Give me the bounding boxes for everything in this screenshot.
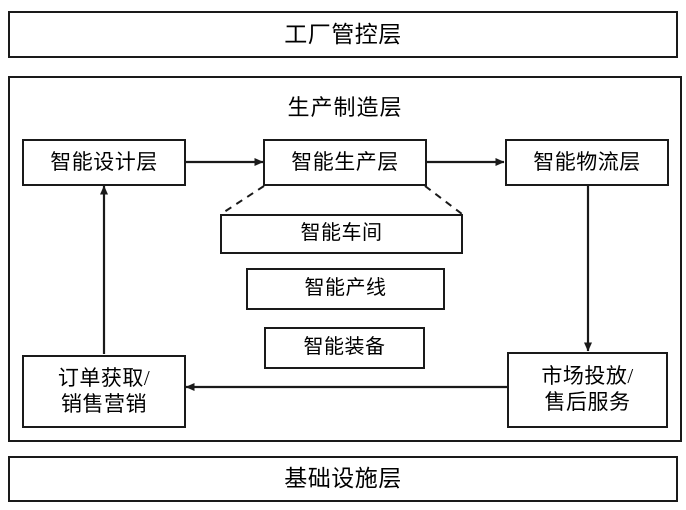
node-smart-workshop[interactable]: 智能车间 [220,214,463,254]
node-intelligent-design-layer[interactable]: 智能设计层 [22,139,186,186]
node-intelligent-logistics-layer[interactable]: 智能物流层 [505,139,669,186]
layer-container-title: 生产制造层 [287,95,403,120]
node-smart-production-line[interactable]: 智能产线 [246,268,445,310]
node-order-acquisition-sales-marketing[interactable]: 订单获取/ 销售营销 [22,355,186,428]
node-intelligent-production-layer[interactable]: 智能生产层 [263,139,427,186]
layer-band-factory-management: 工厂管控层 [8,11,678,58]
layer-band-infrastructure: 基础设施层 [8,456,678,502]
node-smart-equipment[interactable]: 智能装备 [264,327,425,369]
node-market-launch-after-sales-service[interactable]: 市场投放/ 售后服务 [507,352,668,428]
